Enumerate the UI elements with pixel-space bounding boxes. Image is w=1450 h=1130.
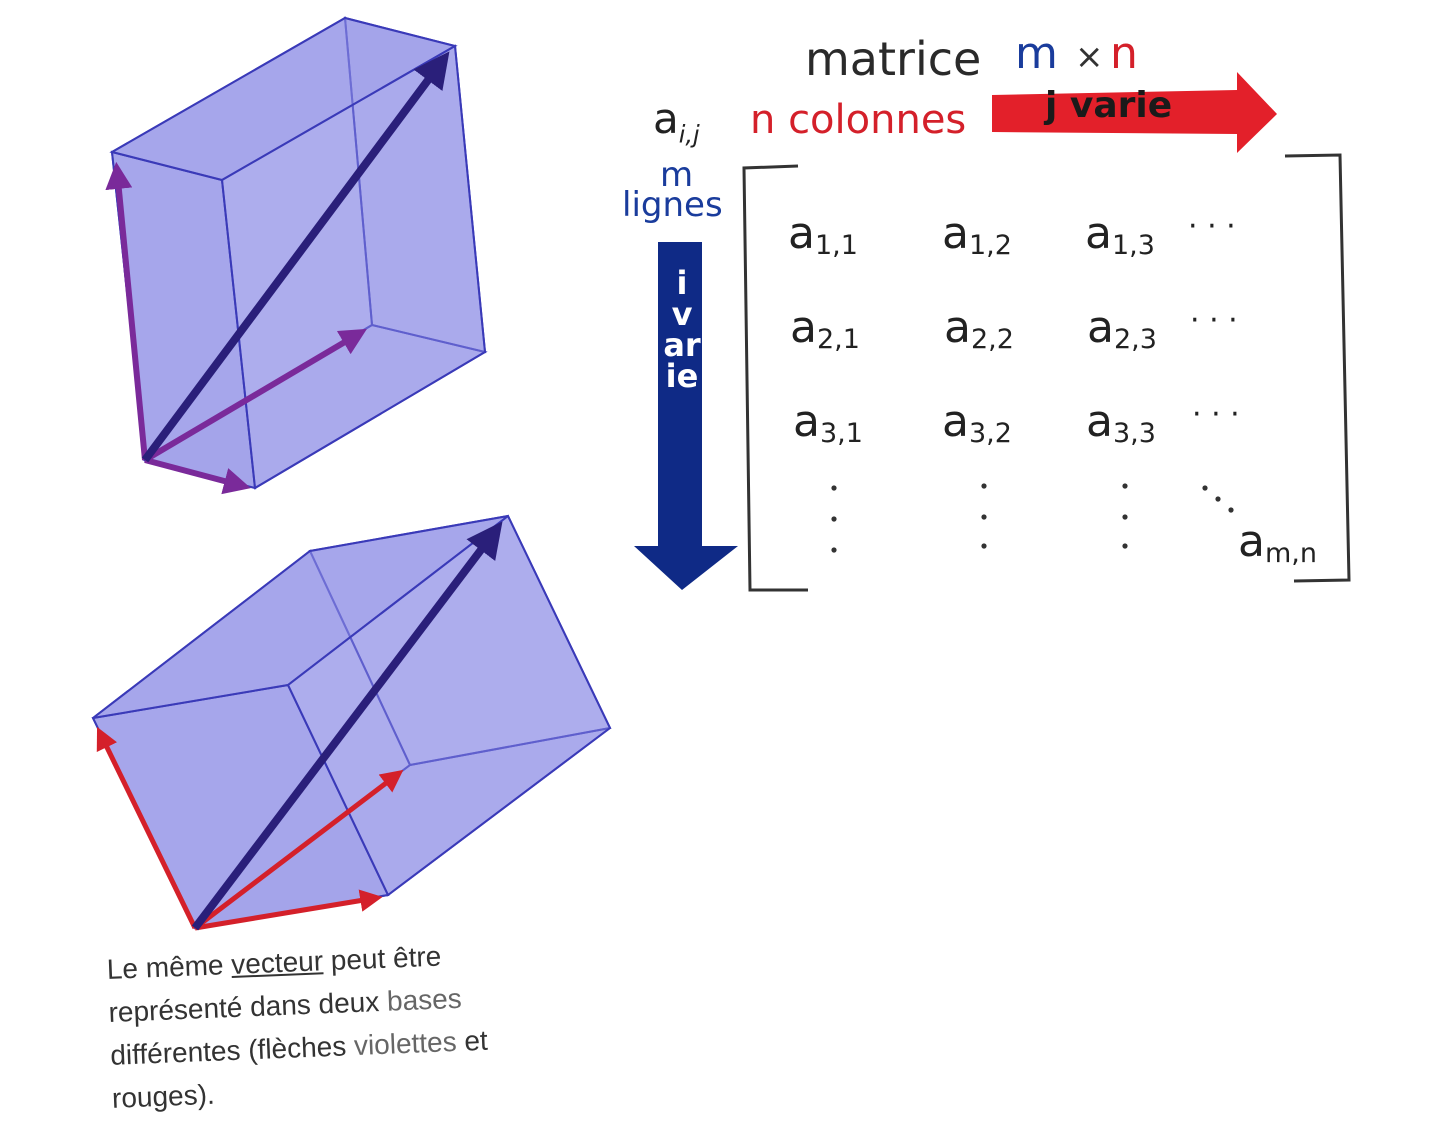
matrix-cell-last: am,n (1238, 516, 1317, 569)
basis-vector-red-2 (193, 769, 404, 930)
matrix-cell: a3,1 (793, 396, 863, 449)
matrix-cell: a3,3 (1086, 396, 1156, 449)
rows-label: lignes (622, 185, 723, 225)
matrix-cell: a1,1 (788, 208, 858, 261)
parallelepiped-violet (105, 16, 488, 495)
row-ellipsis: · · · (1192, 397, 1240, 432)
basis-vector-violet-3 (144, 457, 251, 495)
matrix-title: matrice (805, 32, 982, 86)
times-symbol: × (1075, 37, 1104, 77)
vector-arrow-top (141, 51, 450, 463)
right-bracket (1284, 153, 1351, 583)
columns-arrow (992, 72, 1277, 153)
matrix-cell: a1,3 (1085, 208, 1155, 261)
columns-arrow-label: j varie (1045, 85, 1173, 126)
matrix-cell: a1,2 (942, 208, 1012, 261)
matrix-cell: a2,3 (1087, 302, 1157, 355)
matrix-cell: a2,1 (790, 302, 860, 355)
vertical-ellipsis-dots (831, 483, 1128, 553)
basis-vector-red-3 (194, 889, 383, 931)
basis-vector-violet-1 (105, 161, 148, 461)
rows-count-label: m (660, 155, 694, 195)
rows-arrow-label: i varie (663, 264, 701, 395)
matrix-cell: a2,2 (944, 302, 1014, 355)
columns-label: n colonnes (750, 97, 967, 143)
diagonal-ellipsis-dots (1202, 485, 1234, 513)
basis-vector-red-1 (96, 726, 198, 930)
vector-arrow-bottom (191, 521, 503, 931)
rows-arrow (634, 242, 738, 590)
basis-vector-violet-2 (143, 328, 367, 463)
matrix-cell: a3,2 (942, 396, 1012, 449)
row-ellipsis: · · · (1188, 209, 1236, 244)
figure-caption: Le même vecteur peut être représenté dan… (106, 940, 489, 1114)
row-ellipsis: · · · (1190, 303, 1238, 338)
rows-symbol: m (1015, 28, 1058, 79)
generic-element-label: ai,j (653, 94, 700, 149)
parallelepiped-red (91, 514, 612, 931)
columns-symbol: n (1110, 28, 1138, 79)
left-bracket (742, 164, 808, 592)
